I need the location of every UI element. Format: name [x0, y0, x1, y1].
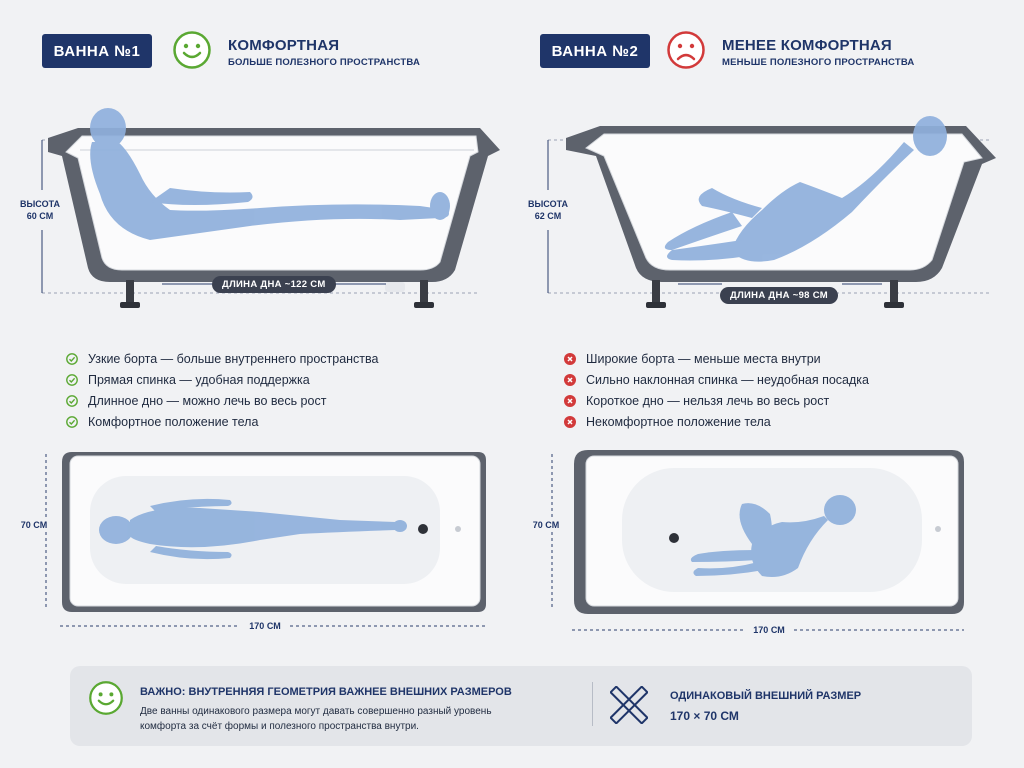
bath1-badge: ВАННА №1 — [42, 34, 152, 68]
check-circle-icon — [66, 352, 78, 365]
check-circle-icon — [66, 373, 78, 386]
list-item: Прямая спинка — удобная поддержка — [66, 369, 379, 390]
x-circle-icon — [564, 394, 576, 407]
bath2-subtitle: МЕНЬШЕ ПОЛЕЗНОГО ПРОСТРАНСТВА — [722, 57, 915, 68]
bath1-top-illustration — [45, 452, 488, 627]
feature-text: Широкие борта — меньше места внутри — [586, 351, 821, 366]
feature-text: Некомфортное положение тела — [586, 414, 771, 429]
check-circle-icon — [66, 394, 78, 407]
bath2-side-illustration — [547, 116, 996, 308]
note-right-title: ОДИНАКОВЫЙ ВНЕШНИЙ РАЗМЕР — [670, 690, 862, 702]
note-text: Две ванны одинакового размера могут дава… — [140, 706, 492, 732]
bath1-height-dimension: ВЫСОТА 60 СМ — [14, 198, 66, 222]
bath2-feature-list: Широкие борта — меньше места внутри Силь… — [564, 348, 869, 432]
bath2-height-value: 62 СМ — [534, 211, 562, 221]
bath2-width-dimension: 70 СМ — [526, 520, 566, 530]
list-item: Длинное дно — можно лечь во весь рост — [66, 390, 379, 411]
feature-text: Сильно наклонная спинка — неудобная поса… — [586, 372, 870, 387]
bath1-height-value: 60 СМ — [26, 211, 54, 221]
feature-text: Прямая спинка — удобная поддержка — [88, 372, 310, 387]
bath2-bottom-length: ДЛИНА ДНА ~98 СМ — [720, 287, 838, 304]
bath2-title: МЕНЕЕ КОМФОРТНАЯ — [722, 37, 892, 54]
list-item: Короткое дно — нельзя лечь во весь рост — [564, 390, 869, 411]
smiley-face-icon — [89, 681, 123, 715]
note-right-value: 170 × 70 СМ — [670, 709, 739, 723]
feature-text: Узкие борта — больше внутреннего простра… — [88, 351, 379, 366]
x-circle-icon — [564, 415, 576, 428]
list-item: Сильно наклонная спинка — неудобная поса… — [564, 369, 869, 390]
check-circle-icon — [66, 415, 78, 428]
bath2-height-dimension: ВЫСОТА 62 СМ — [522, 198, 574, 222]
info-panel — [70, 666, 972, 746]
bath1-width-dimension: 70 СМ — [14, 520, 54, 530]
bath1-title: КОМФОРТНАЯ — [228, 37, 340, 54]
list-item: Комфортное положение тела — [66, 411, 379, 432]
list-item: Узкие борта — больше внутреннего простра… — [66, 348, 379, 369]
bath2-badge: ВАННА №2 — [540, 34, 650, 68]
bath2-length-dimension: 170 СМ — [753, 625, 785, 635]
bath2-top-illustration — [551, 450, 964, 631]
feature-text: Короткое дно — нельзя лечь во весь рост — [586, 393, 830, 408]
bath1-subtitle: БОЛЬШЕ ПОЛЕЗНОГО ПРОСТРАНСТВА — [228, 57, 421, 68]
bath1-feature-list: Узкие борта — больше внутреннего простра… — [66, 348, 379, 432]
crossed-rulers-icon — [610, 686, 648, 724]
list-item: Некомфортное положение тела — [564, 411, 869, 432]
feature-text: Длинное дно — можно лечь во весь рост — [88, 393, 327, 408]
x-circle-icon — [564, 352, 576, 365]
bath1-height-label: ВЫСОТА — [19, 199, 61, 209]
bath1-bottom-length: ДЛИНА ДНА ~122 СМ — [212, 276, 336, 293]
smiley-face-icon — [173, 31, 211, 69]
divider — [592, 682, 593, 726]
note-title: ВАЖНО: ВНУТРЕННЯЯ ГЕОМЕТРИЯ ВАЖНЕЕ ВНЕШН… — [140, 686, 512, 698]
bath1-length-dimension: 170 СМ — [249, 621, 281, 631]
bath2-height-label: ВЫСОТА — [527, 199, 569, 209]
x-circle-icon — [564, 373, 576, 386]
sad-face-icon — [667, 31, 705, 69]
bath1-side-illustration — [41, 108, 500, 308]
list-item: Широкие борта — меньше места внутри — [564, 348, 869, 369]
feature-text: Комфортное положение тела — [88, 414, 259, 429]
